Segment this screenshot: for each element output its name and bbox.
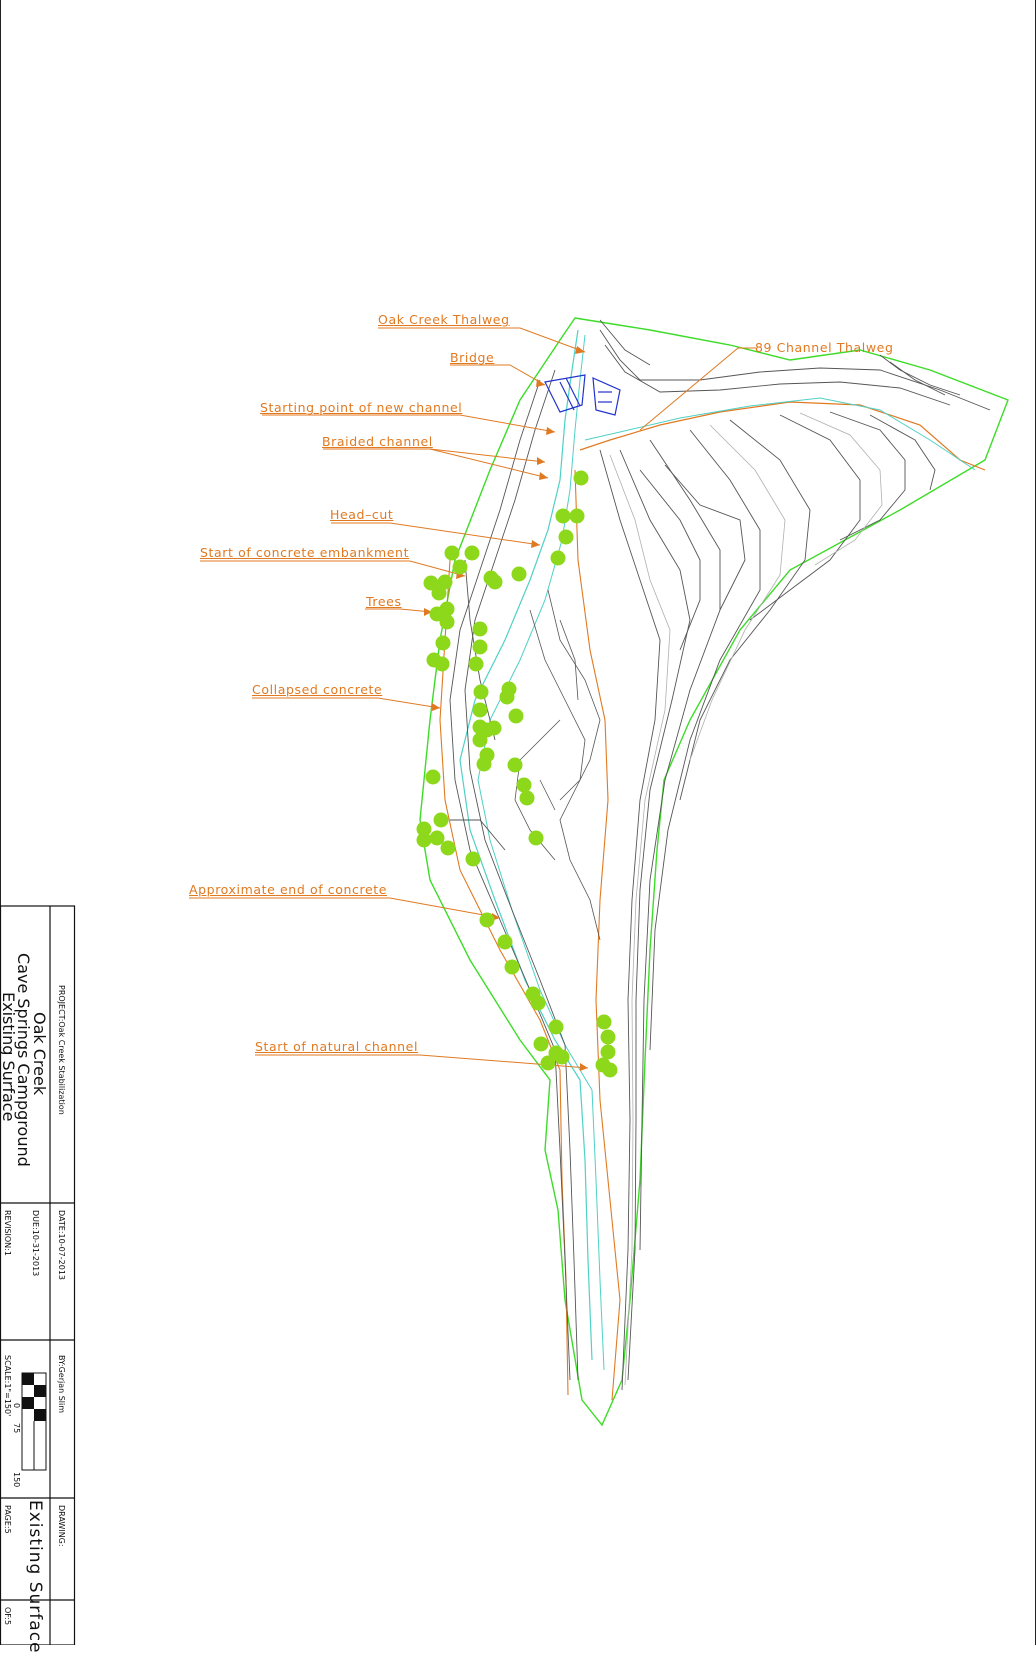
label-bridge: Bridge (450, 350, 495, 365)
oak-creek-stream (459, 329, 593, 1361)
tree-symbol (486, 720, 502, 736)
tree-symbol (569, 508, 585, 524)
tree-symbol (511, 566, 527, 582)
tree-symbol (464, 545, 480, 561)
tree-symbol (472, 621, 488, 637)
of-field: OF:5 (3, 1607, 12, 1626)
oak-creek-stream-bank (477, 334, 605, 1371)
tree-symbol (600, 1029, 616, 1045)
tree-symbol (426, 652, 442, 668)
tree-symbol (465, 851, 481, 867)
tree-symbol (452, 559, 468, 575)
scale-tick-75: 75 (12, 1423, 21, 1434)
tree-symbol (499, 689, 515, 705)
tree-symbol (473, 684, 489, 700)
tree-symbol (479, 912, 495, 928)
contours-east (599, 411, 936, 1391)
project-field: PROJECT:Oak Creek Stabilization (57, 985, 66, 1115)
tree-symbol (431, 585, 447, 601)
label-start-concrete-embankment: Start of concrete embankment (200, 545, 410, 560)
drawing-name: Existing Surface (25, 1500, 45, 1654)
tree-symbol (440, 840, 456, 856)
contours-north (599, 319, 991, 411)
label-trees: Trees (366, 594, 402, 609)
boundary-trace-b (574, 469, 621, 1401)
tree-symbol (548, 1019, 564, 1035)
tree-symbol (487, 574, 503, 590)
tree-symbol (507, 757, 523, 773)
label-oak-creek-thalweg: Oak Creek Thalweg (378, 312, 510, 327)
scale-tick-150: 150 (12, 1472, 21, 1488)
tree-symbol (437, 574, 453, 590)
tree-symbol (429, 830, 445, 846)
trees-group (416, 470, 618, 1078)
tree-symbol (573, 470, 589, 486)
tree-symbol (600, 1044, 616, 1060)
tree-symbol (508, 708, 524, 724)
leader-arrowheads (424, 346, 588, 1071)
by-field: BY:Gerjan Slim (57, 1355, 66, 1414)
channel-89-stream (584, 397, 976, 471)
tree-symbol (468, 656, 484, 672)
label-head-cut: Head–cut (330, 507, 394, 522)
drawing-field-label: DRAWING: (57, 1505, 66, 1547)
tree-symbol (528, 830, 544, 846)
tree-symbol (416, 821, 432, 837)
title-line3: Existing Surface (0, 992, 18, 1122)
due-field: DUE:10-31-2013 (31, 1210, 40, 1277)
label-collapsed-concrete: Collapsed concrete (252, 682, 383, 697)
tree-symbol (423, 575, 439, 591)
date-field: DATE:10-07-2013 (57, 1210, 66, 1280)
revision-field: REVISION:1 (3, 1210, 12, 1256)
tree-symbol (416, 832, 432, 848)
tree-symbol (519, 790, 535, 806)
tree-symbol (472, 702, 488, 718)
site-boundary (419, 317, 1009, 1427)
label-start-natural-channel: Start of natural channel (255, 1039, 419, 1054)
scale-bar (21, 1372, 47, 1471)
tree-symbol (472, 639, 488, 655)
label-approx-end-concrete: Approximate end of concrete (189, 882, 388, 897)
tree-symbol (476, 756, 492, 772)
tree-symbol (504, 959, 520, 975)
tree-symbol (596, 1014, 612, 1030)
tree-symbol (497, 934, 513, 950)
title-line1: Oak Creek (30, 1012, 49, 1096)
scale-field: SCALE:1"=150' (3, 1355, 12, 1417)
tree-symbol (429, 606, 445, 622)
leader-lines (189, 327, 757, 1069)
tree-symbol (433, 812, 449, 828)
tree-symbol (530, 995, 546, 1011)
contours-east-light (609, 412, 883, 1386)
tree-symbol (602, 1062, 618, 1078)
tree-symbol (558, 529, 574, 545)
boundary-trace-a (439, 559, 569, 1396)
label-braided-channel: Braided channel (322, 434, 433, 449)
tree-symbol (516, 777, 532, 793)
tree-symbol (444, 545, 460, 561)
tree-symbol (554, 1049, 570, 1065)
page-field: PAGE:5 (3, 1505, 12, 1534)
tree-symbol (540, 1055, 556, 1071)
bridge-structure (544, 374, 621, 416)
channel-89-thalweg-line (579, 401, 986, 471)
tree-symbol (533, 1036, 549, 1052)
tree-symbol (555, 508, 571, 524)
tree-symbol (425, 769, 441, 785)
tree-symbol (550, 550, 566, 566)
label-starting-point: Starting point of new channel (260, 400, 463, 415)
tree-symbol (472, 732, 488, 748)
label-89-channel-thalweg: 89 Channel Thalweg (755, 340, 894, 355)
title-block-frame (0, 905, 76, 1645)
tree-symbol (439, 614, 455, 630)
scale-tick-0: 0 (12, 1403, 21, 1409)
tree-symbol (435, 635, 451, 651)
